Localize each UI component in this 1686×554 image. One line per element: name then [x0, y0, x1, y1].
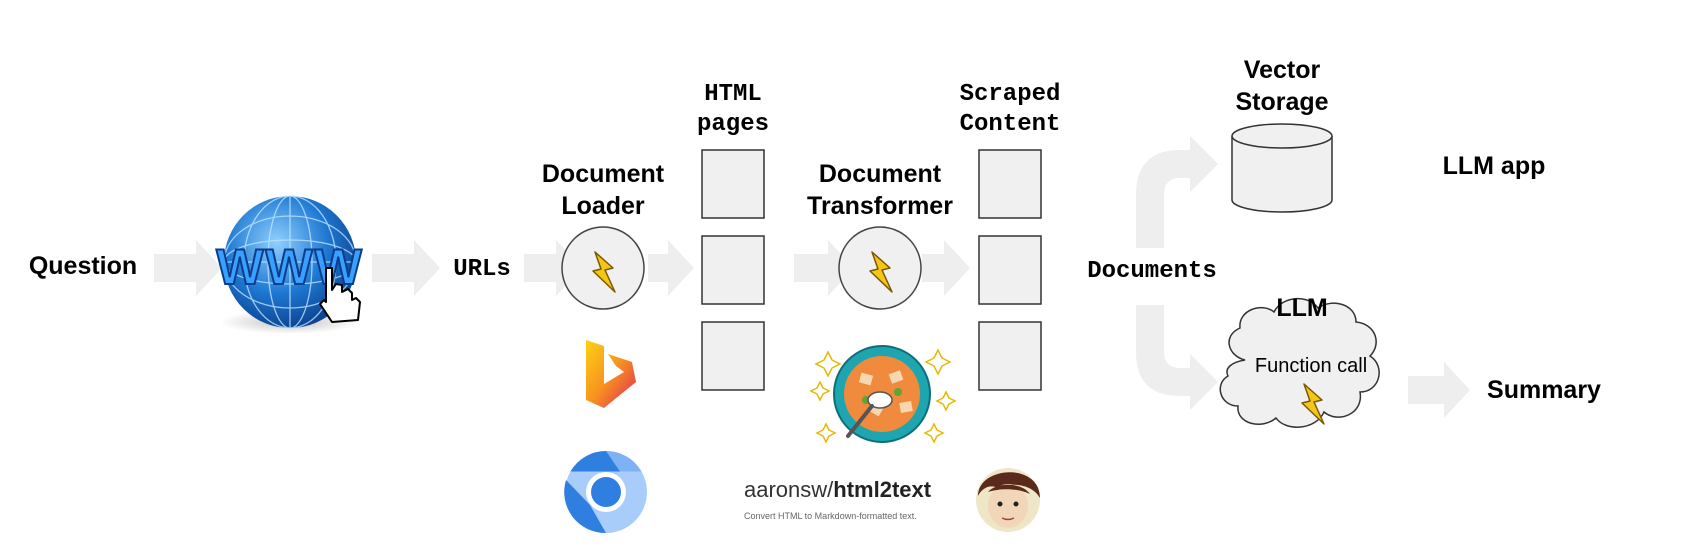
arrow-documents-to-llm: [1136, 305, 1218, 410]
html2text-owner: aaronsw/: [744, 477, 834, 502]
bing-icon: [586, 340, 636, 408]
question-label: Question: [28, 252, 138, 280]
scraped-content-label: Scraped Content: [959, 81, 1061, 138]
document-transformer-label: Document Transformer: [807, 160, 953, 220]
vector-storage-label: Vector Storage: [1235, 56, 1329, 116]
flow-arrows: [154, 136, 1470, 418]
globe-www-icon: WWW: [215, 195, 363, 334]
llm-label: LLM: [1276, 294, 1328, 322]
scraped-content-box: [978, 149, 1042, 219]
function-call-label: Function call: [1254, 355, 1368, 377]
urls-label: URLs: [453, 256, 511, 283]
cloud-icon: [1219, 298, 1380, 428]
document-loader-label: Document Loader: [541, 160, 665, 220]
summary-label: Summary: [1487, 376, 1601, 404]
arrow-pages-to-transformer: [794, 240, 854, 296]
scraped-content-stack: [978, 149, 1042, 391]
html-pages-label: HTML pages: [696, 81, 769, 138]
arrow-transformer-to-content: [922, 240, 970, 296]
arrow-documents-to-vector: [1136, 136, 1218, 248]
html-page-box: [701, 321, 765, 391]
chromium-icon: [564, 451, 647, 534]
html-page-box: [701, 149, 765, 219]
soup-bowl-icon: [809, 345, 957, 444]
arrow-web-to-urls: [372, 240, 440, 296]
arrow-loader-to-pages: [648, 240, 694, 296]
html-page-box: [701, 235, 765, 305]
document-loader-node: [561, 226, 645, 310]
html2text-repo-title: aaronsw/html2text: [744, 476, 931, 504]
arrow-question-to-web: [154, 240, 222, 296]
arrow-llm-to-summary: [1408, 362, 1470, 418]
document-transformer-node: [838, 226, 922, 310]
documents-label: Documents: [1087, 258, 1217, 285]
avatar-icon: [976, 468, 1040, 532]
html-pages-stack: [701, 149, 765, 391]
cylinder-icon: [1231, 123, 1333, 213]
html2text-repo: html2text: [833, 477, 932, 502]
llm-app-label: LLM app: [1442, 152, 1546, 180]
html2text-description: Convert HTML to Markdown-formatted text.: [744, 511, 917, 521]
scraped-content-box: [978, 321, 1042, 391]
scraped-content-box: [978, 235, 1042, 305]
